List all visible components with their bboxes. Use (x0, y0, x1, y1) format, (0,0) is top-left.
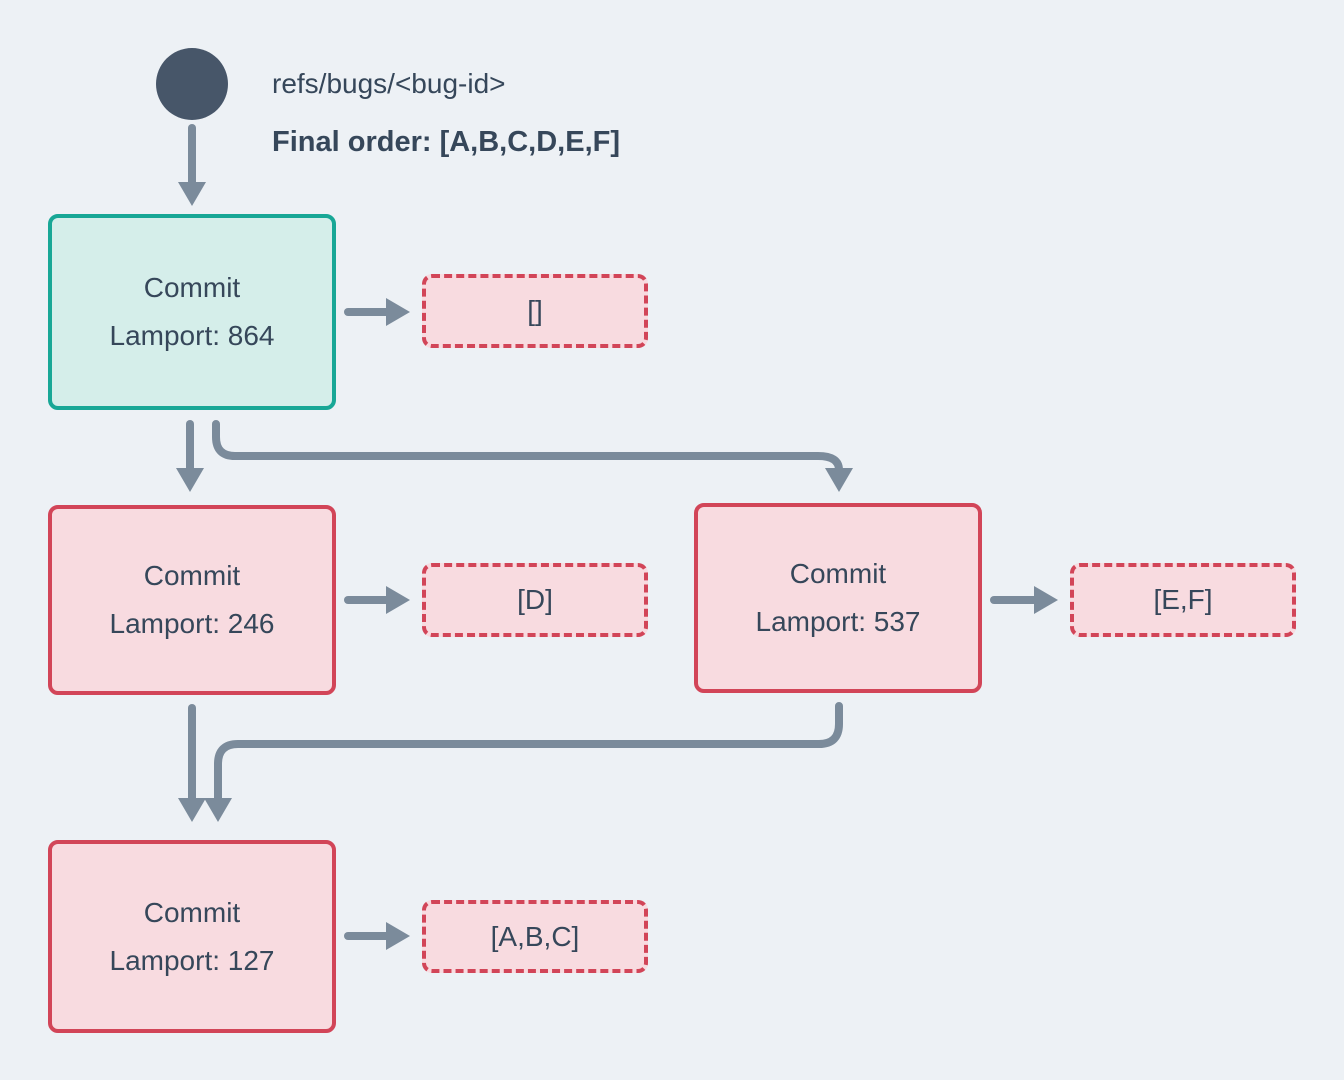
arrow-537-to-payload (990, 586, 1058, 614)
arrow-864-to-537 (212, 420, 853, 492)
ref-head-circle (156, 48, 228, 120)
arrow-127-to-payload (344, 922, 410, 950)
commit-lamport: Lamport: 127 (109, 944, 275, 976)
arrow-864-to-payload (344, 298, 410, 326)
commit-title: Commit (789, 558, 887, 589)
commit-node-864: Commit Lamport: 864 (48, 214, 336, 410)
payload-box-127: [A,B,C] (422, 900, 648, 973)
payload-value: [A,B,C] (490, 920, 580, 952)
final-order-label: Final order: [A,B,C,D,E,F] (272, 126, 620, 158)
arrow-246-to-payload (344, 586, 410, 614)
commit-lamport: Lamport: 864 (109, 320, 275, 351)
payload-value: [E,F] (1153, 584, 1213, 615)
commit-node-127: Commit Lamport: 127 (48, 840, 336, 1033)
commit-node-537: Commit Lamport: 537 (694, 503, 982, 693)
arrow-246-to-127 (178, 704, 206, 822)
commit-title: Commit (143, 896, 241, 928)
payload-value: [D] (517, 584, 553, 615)
commit-node-246: Commit Lamport: 246 (48, 505, 336, 695)
arrow-864-to-246 (176, 420, 204, 492)
commit-lamport: Lamport: 537 (755, 606, 921, 637)
payload-box-864: [] (422, 274, 648, 348)
commit-title: Commit (143, 560, 241, 591)
ref-name-label: refs/bugs/<bug-id> (272, 68, 506, 99)
arrow-537-to-127 (204, 702, 843, 822)
payload-value: [] (527, 295, 543, 326)
commit-title: Commit (143, 272, 241, 303)
payload-box-246: [D] (422, 563, 648, 637)
commit-lamport: Lamport: 246 (109, 608, 275, 639)
arrow-ref-to-864 (178, 124, 206, 206)
payload-box-537: [E,F] (1070, 563, 1296, 637)
